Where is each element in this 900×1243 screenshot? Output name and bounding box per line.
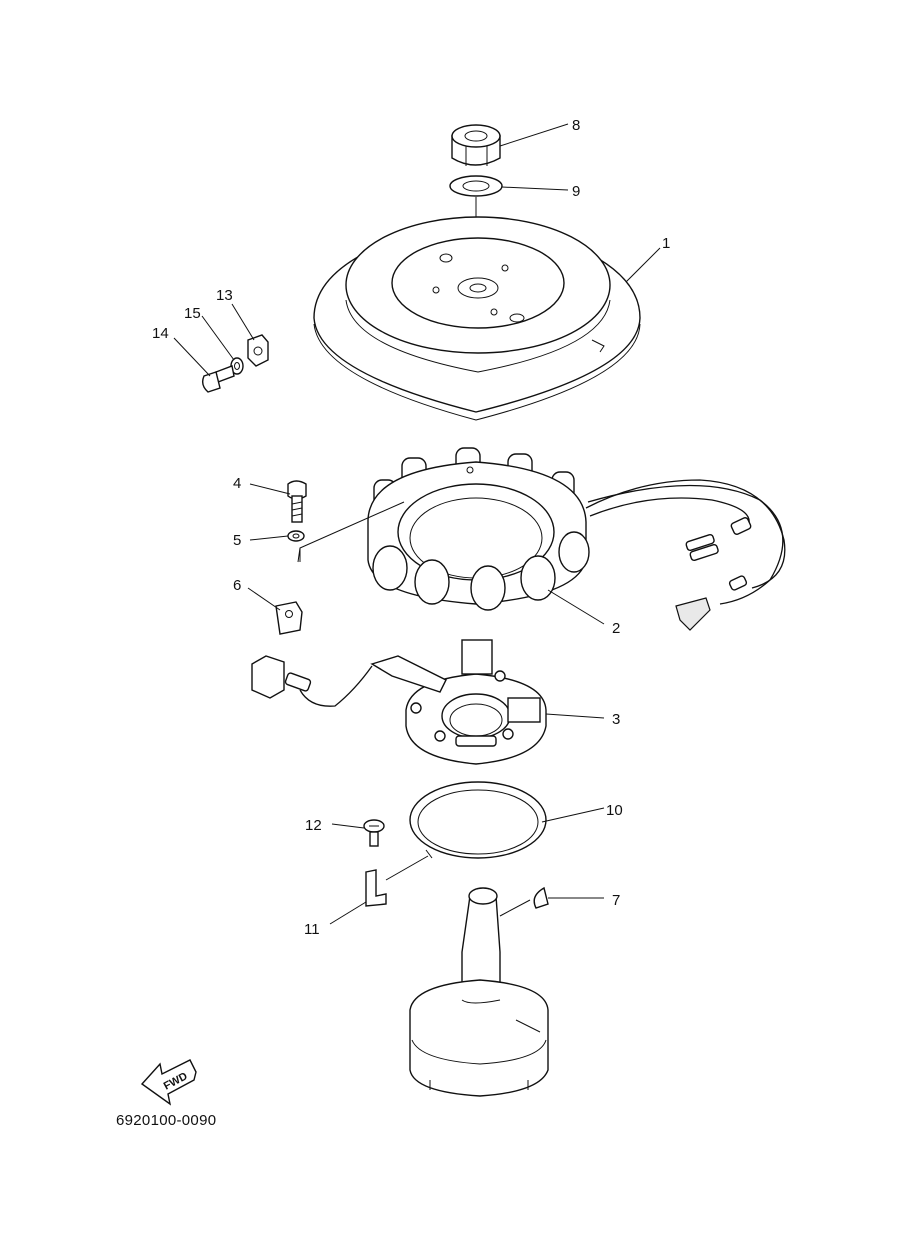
crankshaft <box>409 887 549 1097</box>
part-7-woodruff-key <box>533 886 549 909</box>
callout-15: 15 <box>184 305 201 322</box>
leader-11 <box>329 901 367 925</box>
leader-14 <box>173 337 211 377</box>
leader-1 <box>625 247 661 283</box>
leader-10 <box>541 807 605 823</box>
leader-5 <box>249 535 289 541</box>
callout-1: 1 <box>662 235 670 252</box>
part-8-nut <box>451 124 501 166</box>
callout-7: 7 <box>612 892 620 909</box>
leader-lines <box>173 123 661 925</box>
part-9-washer <box>449 175 503 197</box>
part-2-stator <box>367 447 786 631</box>
leader-3 <box>545 713 605 719</box>
callout-4: 4 <box>233 475 241 492</box>
callout-5: 5 <box>233 532 241 549</box>
part-10-ring <box>409 781 547 859</box>
part-4-bolt <box>287 480 307 523</box>
part-11-clip <box>365 855 429 907</box>
leader-4 <box>249 483 291 495</box>
leader-2 <box>547 589 605 625</box>
leader-9 <box>501 186 569 191</box>
leader-6 <box>247 587 281 611</box>
part-6-plate <box>275 601 303 635</box>
callout-11: 11 <box>304 921 320 938</box>
leader-12 <box>331 823 365 829</box>
part-12-screw <box>363 819 385 847</box>
callout-labels: 8 9 1 13 15 14 4 5 6 2 3 10 12 11 7 <box>152 117 670 938</box>
leader-15 <box>201 315 235 361</box>
callout-6: 6 <box>233 577 241 594</box>
callout-10: 10 <box>606 802 623 819</box>
drawing-code: 6920100-0090 <box>116 1112 217 1129</box>
callout-12: 12 <box>305 817 322 834</box>
part-13-clip <box>247 334 269 367</box>
part-3-pulser-base <box>251 639 547 765</box>
callout-8: 8 <box>572 117 580 134</box>
part-14-bolt <box>201 365 235 393</box>
callout-9: 9 <box>572 183 580 200</box>
callout-13: 13 <box>216 287 233 304</box>
callout-3: 3 <box>612 711 620 728</box>
leader-13 <box>231 303 255 341</box>
leader-crankshaft-key <box>499 899 531 917</box>
part-5-washer <box>287 530 305 542</box>
callout-14: 14 <box>152 325 169 342</box>
leader-8 <box>499 123 569 147</box>
fwd-arrow: FWD <box>140 1059 197 1106</box>
part-1-flywheel <box>313 216 641 421</box>
callout-2: 2 <box>612 620 620 637</box>
